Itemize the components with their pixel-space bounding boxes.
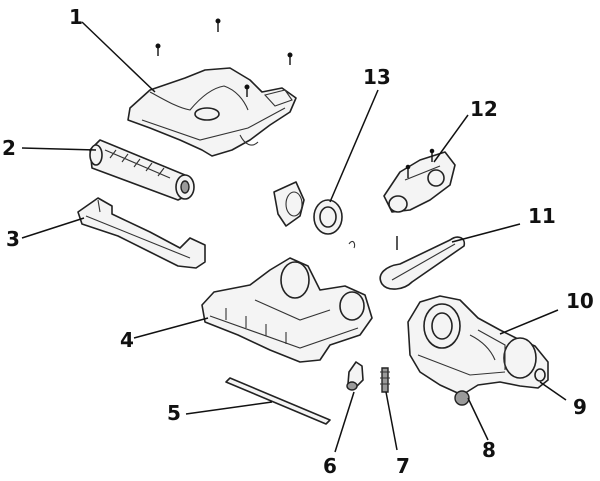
part-drive-belt xyxy=(379,236,466,290)
part-nozzle-top-cover xyxy=(127,67,297,157)
callout-4: 4 xyxy=(120,328,134,352)
part-brush-drive-assembly xyxy=(383,148,456,213)
part-base-housing xyxy=(201,257,373,363)
part-rod xyxy=(225,377,331,425)
callout-12: 12 xyxy=(470,97,498,121)
callout-8: 8 xyxy=(482,438,496,462)
callout-5: 5 xyxy=(167,401,181,425)
part-seal-ring xyxy=(313,199,343,235)
callout-6: 6 xyxy=(323,454,337,478)
leader-lines xyxy=(21,21,567,453)
part-bottom-plate xyxy=(77,197,206,269)
part-rear-wheel xyxy=(454,390,470,406)
callout-9: 9 xyxy=(573,395,587,419)
part-pin-spring xyxy=(380,367,390,393)
callout-2: 2 xyxy=(2,136,16,160)
part-motor-housing xyxy=(407,295,549,396)
callout-11: 11 xyxy=(528,204,556,228)
part-wheel-small xyxy=(346,361,364,391)
callout-1: 1 xyxy=(69,5,83,29)
callout-labels: 1 2 3 4 5 6 7 8 9 10 11 12 13 xyxy=(2,5,594,478)
part-brush-roll xyxy=(89,139,195,201)
small-clip-and-pin xyxy=(348,236,398,250)
screw-group-1 xyxy=(155,18,293,97)
callout-10: 10 xyxy=(566,289,594,313)
part-pivot-cap xyxy=(534,368,546,382)
callout-3: 3 xyxy=(6,227,20,251)
callout-7: 7 xyxy=(396,454,410,478)
part-cup-unlabeled xyxy=(273,181,305,227)
callout-13: 13 xyxy=(363,65,391,89)
